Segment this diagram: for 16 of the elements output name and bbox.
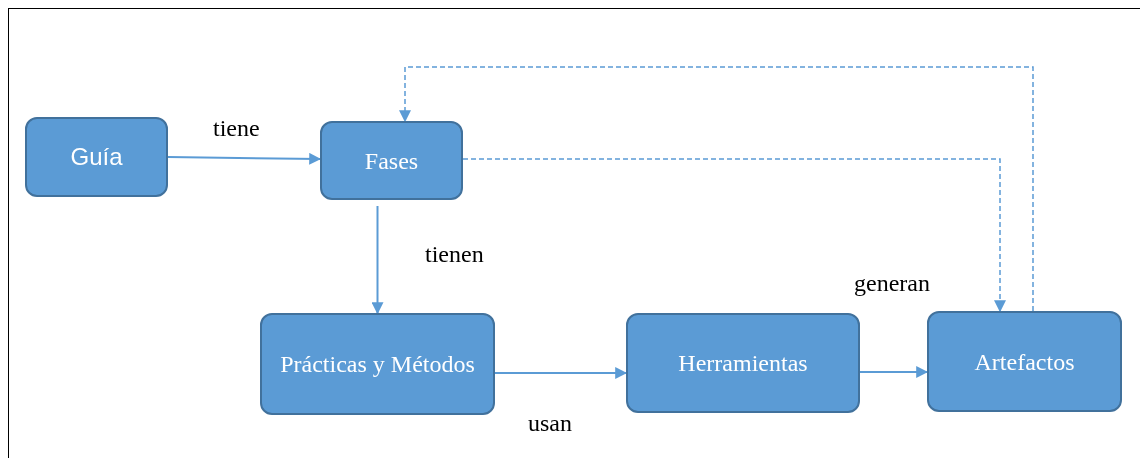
node-label: Prácticas y Métodos [280, 350, 475, 379]
process-box [25, 117, 168, 197]
node-label: Guía [70, 142, 123, 172]
process-box [320, 121, 463, 200]
node-label: Artefactos [974, 347, 1075, 377]
arrow [167, 152, 322, 165]
arrow [494, 367, 628, 379]
node-label: Fases [364, 146, 419, 176]
process-box [927, 311, 1122, 412]
arrow [371, 205, 384, 315]
arrow [859, 366, 929, 378]
arrow [399, 66, 1034, 312]
process-box [626, 313, 860, 413]
process-box [260, 313, 495, 415]
arrow [462, 158, 1006, 313]
node-label: Herramientas [678, 349, 808, 378]
